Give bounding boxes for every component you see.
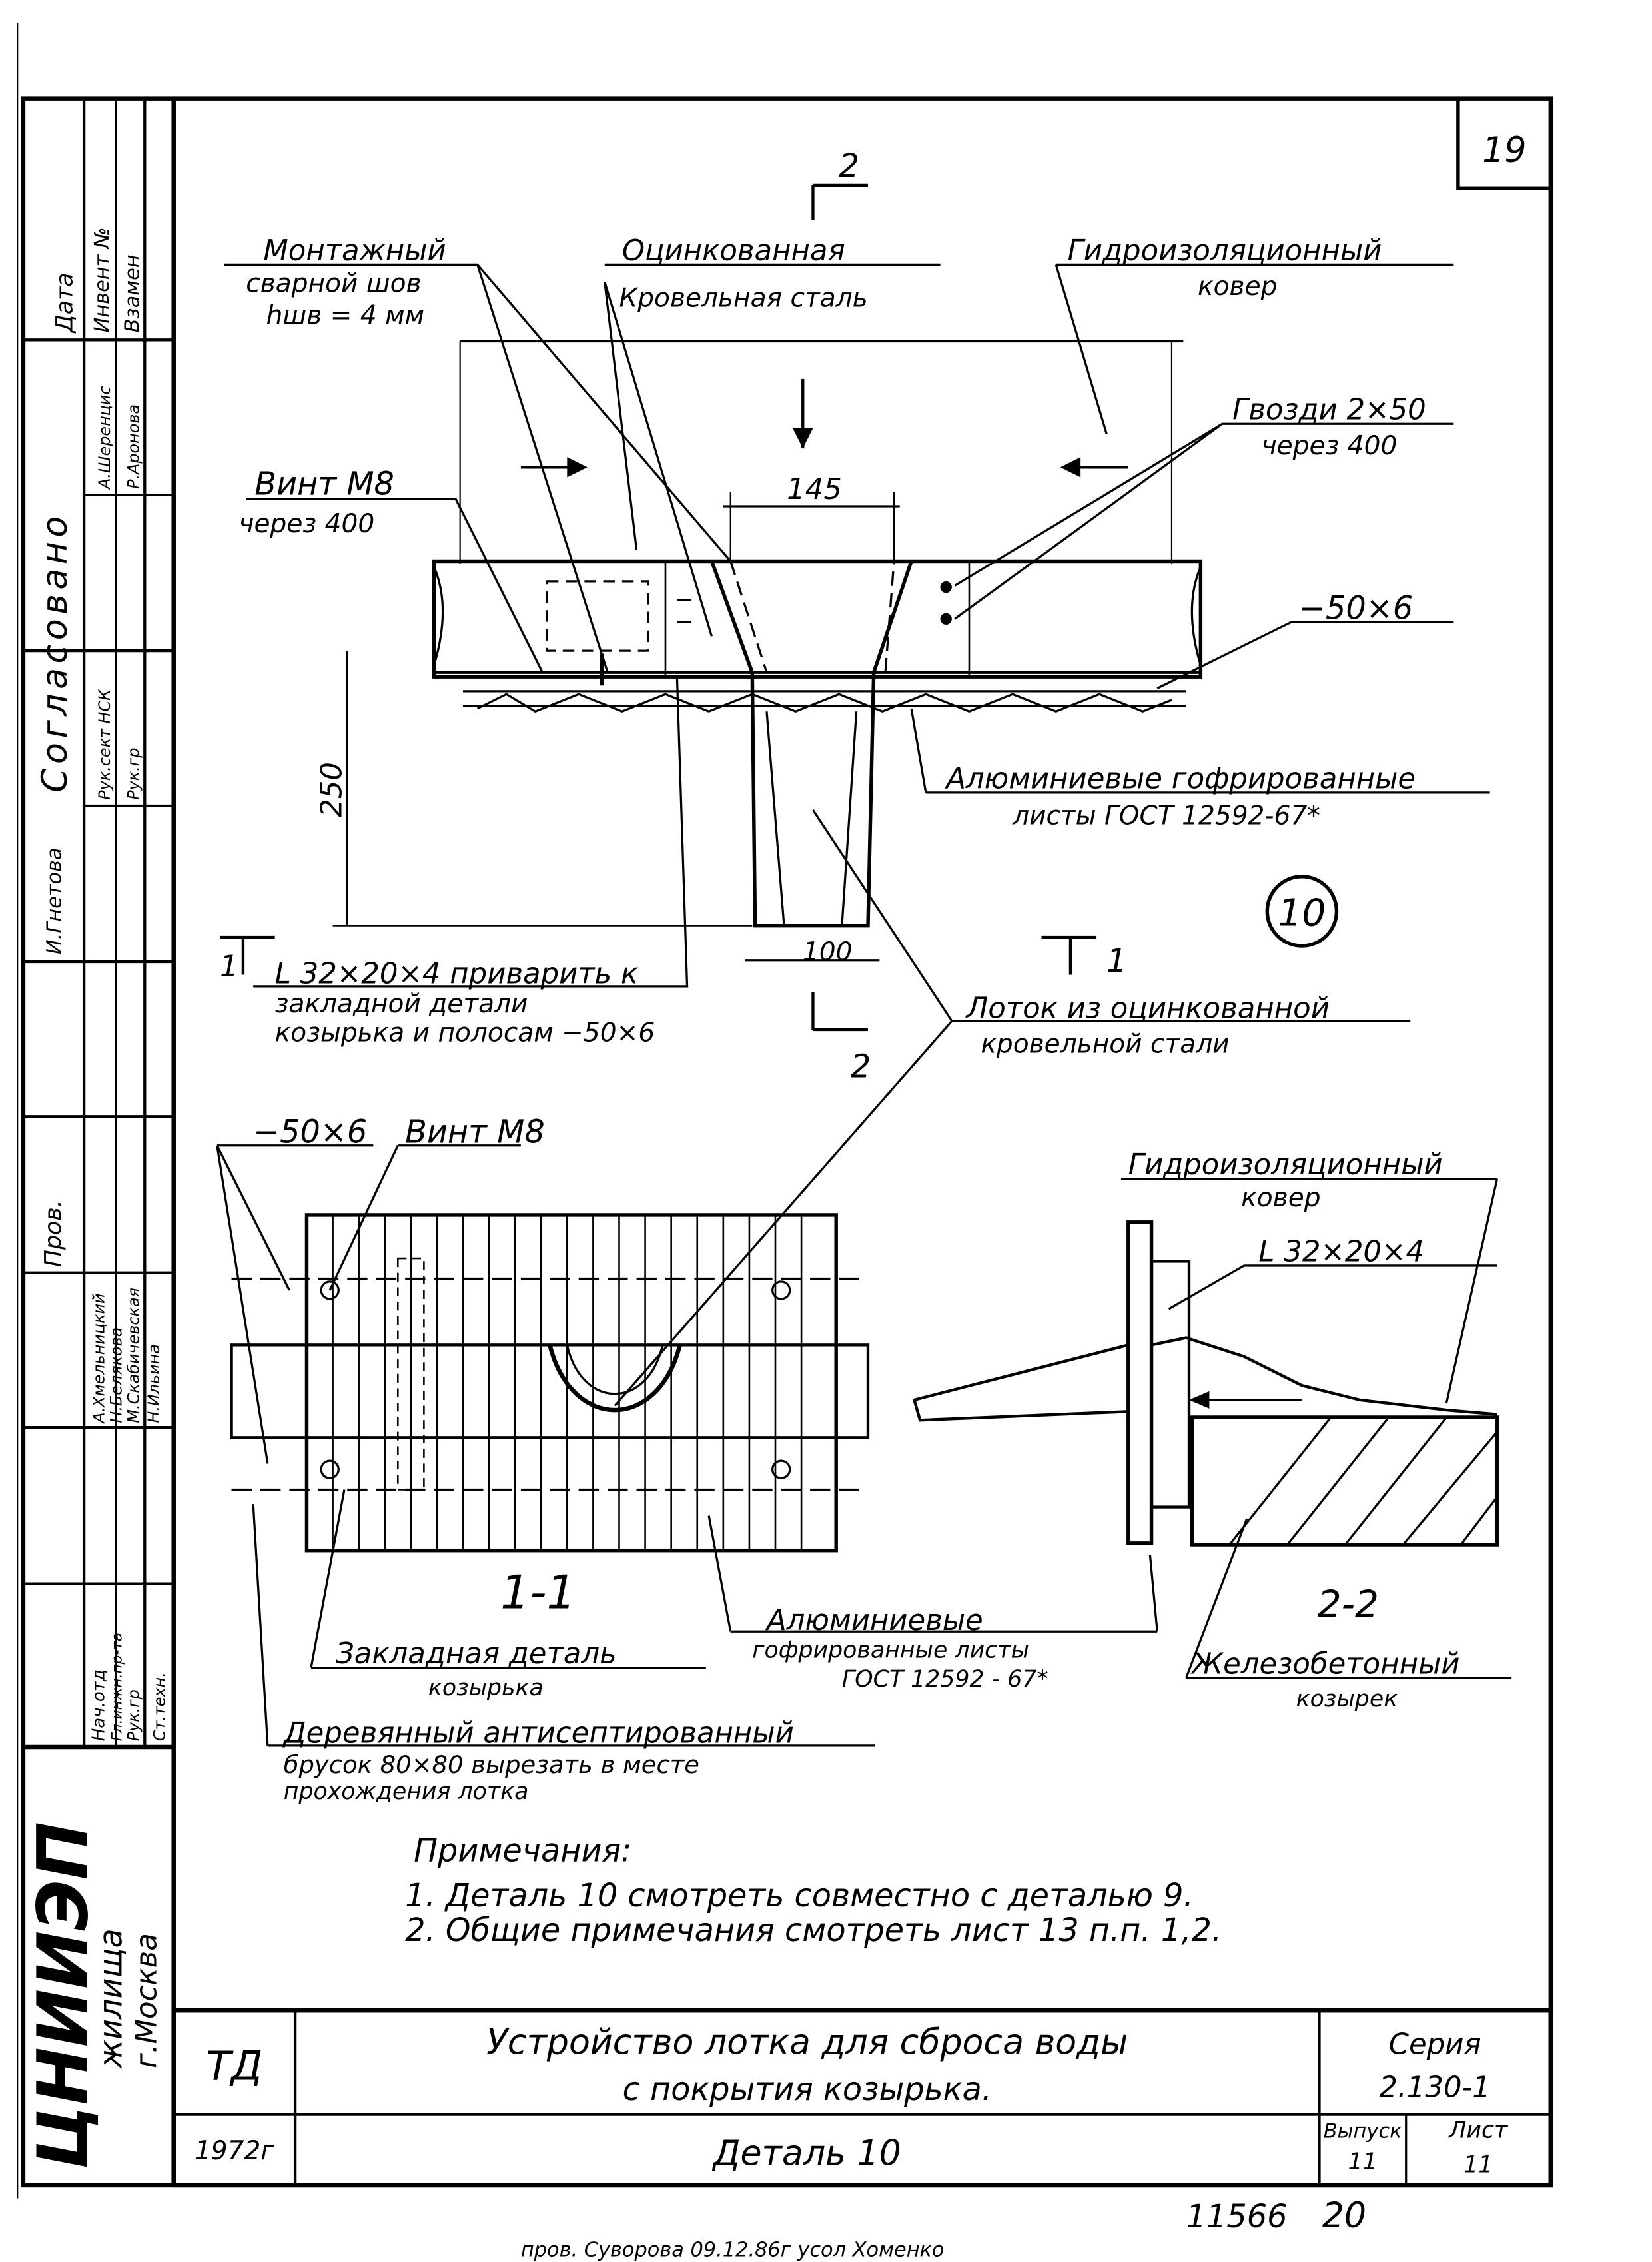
label-waterproof: Гидроизоляционный — [1068, 234, 1382, 268]
label-screw-2: через 400 — [238, 509, 374, 539]
sheet-number-box — [1456, 96, 1553, 190]
label-concrete-2: козырек — [1296, 1686, 1398, 1712]
label-aluminium-1-1b: гофрированные листы — [752, 1637, 1029, 1663]
stamp-agreed-title: Согласовано — [35, 512, 75, 793]
archive-number: 11566 — [1186, 2199, 1288, 2235]
label-embedded-2: козырька — [428, 1675, 544, 1701]
label-angle-weld-3: козырька и полосам −50×6 — [275, 1018, 655, 1048]
label-aluminium-1-1: Алюминиевые — [765, 1604, 983, 1637]
org-city: г.Москва — [131, 1933, 164, 2068]
section-2-bottom: 2 — [851, 1049, 871, 1086]
label-waterproof-2: ковер — [1198, 272, 1277, 302]
label-beam-3: прохождения лотка — [284, 1778, 529, 1805]
stamp-replace-header: Взамен — [121, 254, 145, 332]
label-mounting-weld: Монтажный — [263, 234, 446, 268]
stamp-inventory-header: Инвент № — [91, 227, 114, 332]
stamp-person-2: Р.Аронова — [125, 404, 143, 489]
label-strip-1-1: −50×6 — [253, 1114, 367, 1150]
section-1-1-title: 1-1 — [500, 1567, 576, 1620]
label-beam: Деревянный антисептированный — [282, 1716, 794, 1750]
label-galvanized: Оцинкованная — [622, 234, 845, 268]
label-nails-2: через 400 — [1262, 431, 1398, 461]
stamp-checker-3: М.Скабичевская — [125, 1288, 143, 1423]
notes-title: Примечания: — [414, 1833, 631, 1870]
series-label: Серия — [1389, 2028, 1481, 2061]
stamp-person-1: А.Шеренцис — [95, 386, 114, 490]
org-suffix: жилища — [93, 1928, 130, 2069]
dim-145: 145 — [787, 473, 842, 506]
label-strip: −50×6 — [1299, 590, 1413, 627]
label-angle-2-2: L 32×20×4 — [1258, 1235, 1424, 1268]
plan-view — [432, 340, 1203, 928]
stamp-date-header: Дата — [52, 272, 79, 334]
dimensions: 145 250 100 — [316, 473, 900, 967]
label-beam-2: брусок 80×80 вырезать в месте — [284, 1750, 699, 1779]
stamp-checker-1: А.Хмельницкий — [89, 1293, 108, 1424]
sheet-number: 19 — [1482, 131, 1526, 171]
dim-250: 250 — [316, 762, 349, 817]
notes: Примечания: 1. Деталь 10 смотреть совмес… — [405, 1833, 1222, 1949]
sheet-label: Лист — [1447, 2117, 1509, 2143]
detail-marker: 10 — [1278, 892, 1326, 935]
label-angle-weld-2: закладной детали — [275, 989, 528, 1019]
approval-column: Дата Инвент № Взамен Согласовано А.Шерен… — [22, 98, 174, 2169]
series-value: 2.130-1 — [1379, 2071, 1491, 2104]
callouts: Монтажный сварной шов hшв = 4 мм Оцинков… — [238, 234, 1459, 1805]
section-1-1-view: 1-1 — [230, 1213, 870, 1620]
leader-lines — [224, 263, 1490, 1407]
section-1-right: 1 — [1106, 943, 1126, 980]
stamp-person-3: И.Гнетова — [43, 847, 66, 954]
sheet-value: 11 — [1463, 2151, 1493, 2178]
org-logo: ЦНИИЭП — [22, 1822, 103, 2169]
section-2-2-view: 2-2 — [912, 1220, 1499, 1627]
section-2-2-title: 2-2 — [1318, 1583, 1379, 1627]
title-block: ТД 1972г Устройство лотка для сброса вод… — [171, 2008, 1553, 2188]
stamp-role-2: Рук.гр — [125, 748, 143, 800]
label-tray-2: кровельной стали — [981, 1030, 1229, 1060]
stamp-role-1: Рук.сект НСК — [95, 689, 114, 800]
stamp-checked: Пров. — [40, 1200, 67, 1267]
archive-page: 20 — [1322, 2196, 1366, 2236]
label-screw-1-1: Винт М8 — [405, 1114, 545, 1150]
label-nails: Гвозди 2×50 — [1232, 394, 1426, 427]
label-mounting-weld-3: hшв = 4 мм — [266, 300, 424, 330]
section-2-top: 2 — [839, 148, 859, 185]
label-waterproof-2-2: Гидроизоляционный — [1128, 1148, 1443, 1182]
stamp-checker-4: Н.Ильина — [145, 1344, 163, 1423]
label-screw: Винт М8 — [254, 466, 394, 503]
section-marks: 2 2 1 1 10 — [220, 148, 1339, 1086]
label-galvanized-2: Кровельная сталь — [619, 283, 867, 313]
stamp-dept-3: Рук.гр — [125, 1689, 143, 1741]
label-mounting-weld-2: сварной шов — [246, 269, 421, 299]
detail-marker-circle — [1265, 875, 1339, 948]
title-code: ТД — [206, 2043, 263, 2089]
label-aluminium-2: листы ГОСТ 12592-67* — [1012, 801, 1320, 831]
label-angle-weld: L 32×20×4 приварить к — [275, 958, 639, 991]
note-1: 1. Деталь 10 смотреть совместно с деталь… — [405, 1878, 1194, 1914]
title-detail: Деталь 10 — [712, 2134, 901, 2174]
section-1-left: 1 — [220, 950, 238, 984]
leader-lines-lower — [216, 1144, 1512, 1747]
label-aluminium: Алюминиевые гофрированные — [944, 762, 1416, 795]
issue-value: 11 — [1348, 2149, 1377, 2175]
footer-signature: пров. Суворова 09.12.86г усол Хоменко — [521, 2238, 945, 2261]
label-tray: Лоток из оцинкованной — [965, 992, 1330, 1026]
title-line-2: с покрытия козырька. — [623, 2072, 992, 2108]
note-2: 2. Общие примечания смотреть лист 13 п.п… — [405, 1912, 1222, 1949]
stamp-dept-4: Ст.техн. — [151, 1672, 169, 1741]
title-year: 1972г — [195, 2136, 274, 2166]
issue-label: Выпуск — [1324, 2119, 1402, 2143]
dim-100: 100 — [803, 937, 853, 967]
stamp-dept-2: Гл.инжн.пр-та — [109, 1633, 126, 1742]
stamp-checker-2: Н.Белякова — [107, 1327, 126, 1423]
stamp-dept-1: Нач.отд — [89, 1669, 109, 1741]
title-line-1: Устройство лотка для сброса воды — [486, 2022, 1128, 2062]
label-concrete: Железобетонный — [1190, 1647, 1459, 1681]
label-waterproof-2-2b: ковер — [1241, 1183, 1320, 1213]
label-aluminium-1-1c: ГОСТ 12592 - 67* — [842, 1666, 1048, 1693]
label-embedded: Закладная деталь — [336, 1637, 617, 1671]
